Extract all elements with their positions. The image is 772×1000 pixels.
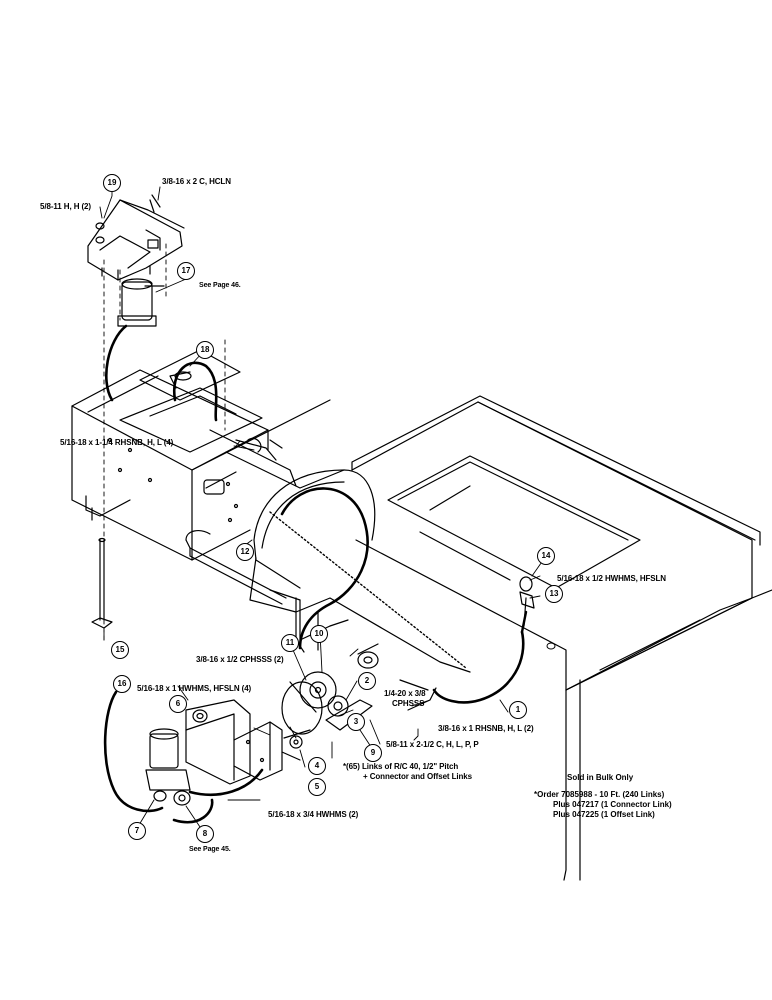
callout-11: 11	[281, 634, 299, 652]
lower-drive-assembly	[281, 597, 437, 735]
tensioner-assembly	[119, 371, 345, 523]
bulk-note-line1: *Order 7085988 - 10 Ft. (240 Links)	[534, 790, 665, 799]
grain-tank-housing	[351, 395, 772, 881]
bulk-note-line3: Plus 047225 (1 Offset Link)	[553, 810, 655, 819]
label-rhsnb-2: 3/8-16 x 1 RHSNB, H, L (2)	[438, 724, 534, 733]
callout-12: 12	[236, 543, 254, 561]
bulk-note-line2: Plus 047217 (1 Connector Link)	[553, 800, 672, 809]
hose-1	[432, 630, 525, 704]
callout-14: 14	[537, 547, 555, 565]
callout-8: 8	[196, 825, 214, 843]
callout-13: 13	[545, 585, 563, 603]
label-see-page-45: See Page 45.	[189, 846, 231, 853]
hose-18	[172, 361, 218, 422]
callout-6: 6	[169, 695, 187, 713]
hose-16	[103, 690, 164, 813]
label-hcln: 3/8-16 x 2 C, HCLN	[162, 177, 231, 186]
callout-18: 18	[196, 341, 214, 359]
callout-3: 3	[347, 713, 365, 731]
label-links-a: *(65) Links of R/C 40, 1/2" Pitch	[343, 762, 459, 771]
label-see-page-46: See Page 46.	[199, 282, 241, 289]
alignment-lines	[103, 243, 226, 641]
idler-bracket	[233, 721, 311, 781]
hose-upper	[105, 324, 128, 402]
drive-motor-upper	[117, 278, 165, 327]
callout-4: 4	[308, 757, 326, 775]
label-hwhms-hfsln: 5/16-18 x 1/2 HWHMS, HFSLN	[557, 574, 666, 583]
frame-beam	[71, 349, 331, 561]
callout-19: 19	[103, 174, 121, 192]
hose-lower-2	[172, 798, 214, 824]
callout-2: 2	[358, 672, 376, 690]
callout-7: 7	[128, 822, 146, 840]
label-links-b: + Connector and Offset Links	[363, 772, 472, 781]
callout-16: 16	[113, 675, 131, 693]
callout-5: 5	[308, 778, 326, 796]
callout-1: 1	[509, 701, 527, 719]
label-rhsnb: 5/16-18 x 1-1/4 RHSNB, H, L (4)	[60, 438, 174, 447]
callout-15: 15	[111, 641, 129, 659]
label-hwhms-hfsln-4: 5/16-18 x 1 HWHMS, HFSLN (4)	[137, 684, 252, 693]
upper-mount-bracket	[87, 194, 185, 281]
hose-clamp-bracket	[519, 576, 535, 627]
callout-9: 9	[364, 744, 382, 762]
drive-chain	[269, 511, 467, 669]
label-hwhms-2: 5/16-18 x 3/4 HWHMS (2)	[268, 810, 359, 819]
label-cphsss-2: 3/8-16 x 1/2 CPHSSS (2)	[196, 655, 284, 664]
label-cphsss-b: CPHSSS	[392, 699, 425, 708]
label-chlpp: 5/8-11 x 2-1/2 C, H, L, P, P	[386, 740, 479, 749]
label-cphsss-a: 1/4-20 x 3/8	[384, 689, 426, 698]
callout-17: 17	[177, 262, 195, 280]
long-bolt	[91, 537, 113, 629]
label-hh: 5/8-11 H, H (2)	[40, 202, 91, 211]
conveyor-hoop	[185, 469, 471, 673]
bulk-note-title: Sold in Bulk Only	[567, 773, 634, 782]
drive-motor-lower	[145, 699, 251, 806]
hose-main-arch	[280, 487, 369, 650]
callout-10: 10	[310, 625, 328, 643]
hose-lower	[188, 768, 264, 797]
